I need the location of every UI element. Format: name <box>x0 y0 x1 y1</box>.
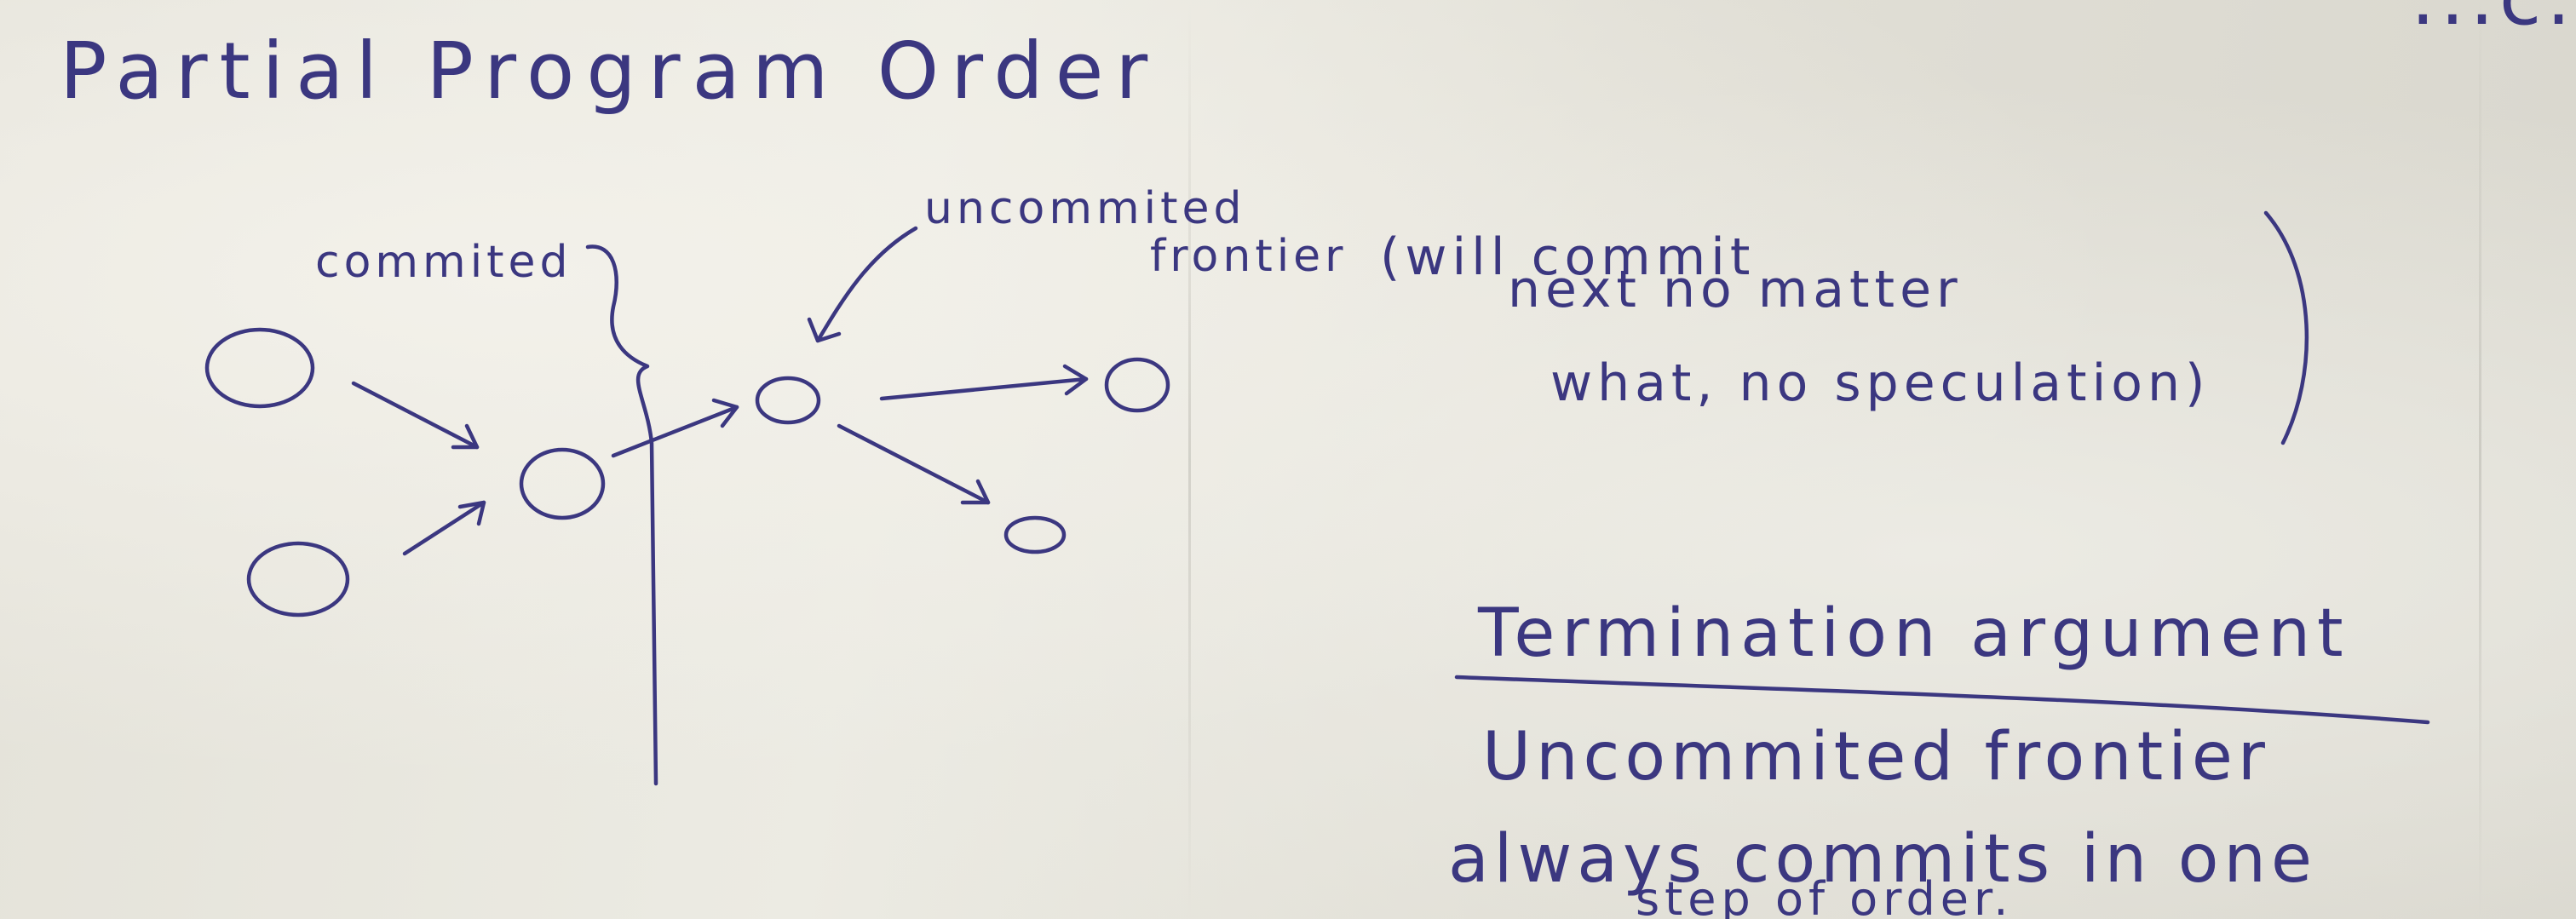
edge-frontier-u2 <box>837 423 991 505</box>
note-line2: next no matter <box>1508 260 1963 319</box>
edge-frontier-u1 <box>879 376 1089 401</box>
edge-frontier-u2-head <box>960 479 991 505</box>
argument-underline <box>1454 675 2430 725</box>
edge-frontier-u1-head <box>1062 364 1089 396</box>
edge-1-3 <box>351 381 480 450</box>
node-frontier <box>755 376 821 425</box>
edge-1-3-head <box>451 423 480 450</box>
node-uncommitted-2 <box>1003 515 1067 554</box>
node-committed-3 <box>519 447 606 520</box>
node-committed-2 <box>246 541 350 617</box>
note-line1: (will commit <box>1380 227 1755 287</box>
node-committed-1 <box>204 327 315 409</box>
corner-fragment: ...c. <box>2411 0 2576 43</box>
committed-boundary-line <box>585 244 658 786</box>
argument-line2: always commits in one <box>1448 821 2317 898</box>
paper-fold <box>2479 0 2481 919</box>
edge-2-3 <box>402 500 486 556</box>
edge-3-frontier <box>611 405 739 458</box>
argument-line1: Uncommited frontier <box>1482 719 2270 796</box>
committed-label: commited <box>315 237 572 288</box>
edge-2-3-head <box>457 500 486 526</box>
note-line3: what, no speculation) <box>1550 353 2210 413</box>
uncommitted-label-line2: frontier <box>1150 231 1348 282</box>
node-uncommitted-1 <box>1104 357 1170 413</box>
page-title: Partial Program Order <box>60 26 1159 117</box>
argument-line3: step of order. <box>1636 872 2013 919</box>
frontier-pointer-head <box>807 317 842 343</box>
uncommitted-label-line1: uncommited <box>924 183 1245 234</box>
argument-heading: Termination argument <box>1477 595 2350 672</box>
paper-fold <box>1188 0 1191 919</box>
frontier-pointer-line <box>815 226 918 343</box>
note-close-paren <box>2263 210 2309 445</box>
edge-3-frontier-head <box>711 398 739 428</box>
